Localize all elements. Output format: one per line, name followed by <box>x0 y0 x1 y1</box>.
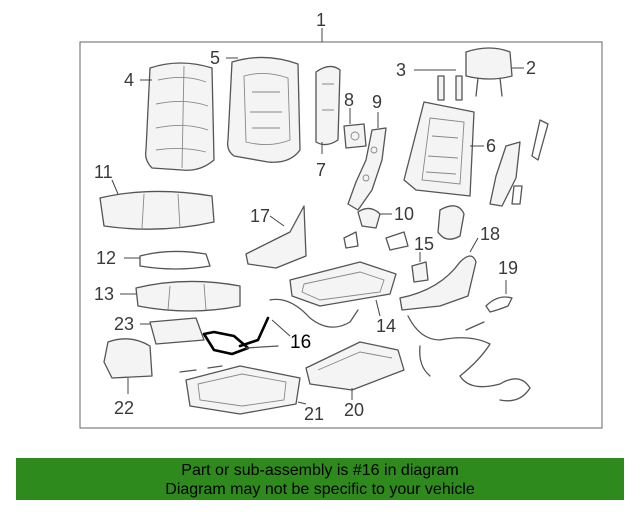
callout-15: 15 <box>414 234 434 254</box>
callout-5: 5 <box>210 48 220 68</box>
callout-18: 18 <box>480 224 500 244</box>
callout-2: 2 <box>526 58 536 78</box>
recliner-side-part[interactable] <box>489 119 549 207</box>
lower-panel-part[interactable] <box>305 341 405 391</box>
seat-back-pad-part[interactable] <box>226 56 301 163</box>
recliner-bracket-part[interactable] <box>347 127 387 211</box>
callout-6: 6 <box>486 136 496 156</box>
footer-line-2: Diagram may not be specific to your vehi… <box>165 481 475 498</box>
cushion-pad-part[interactable] <box>135 280 241 312</box>
recliner-cover-part[interactable] <box>437 205 465 240</box>
headrest-part[interactable] <box>465 47 513 97</box>
side-cover-part[interactable] <box>103 338 153 379</box>
recliner-cover-10-part[interactable] <box>357 207 381 229</box>
callout-8: 8 <box>344 90 354 110</box>
side-trim-panel-part[interactable] <box>399 255 477 311</box>
callout-20: 20 <box>344 400 364 420</box>
footer-banner: Part or sub-assembly is #16 in diagram D… <box>16 458 624 500</box>
cushion-trim-part[interactable] <box>149 317 205 345</box>
callout-16: 16 <box>290 332 311 353</box>
cable-part[interactable] <box>269 298 359 328</box>
callout-21: 21 <box>304 404 324 424</box>
callout-13: 13 <box>94 284 114 304</box>
misc-bracket-part[interactable] <box>343 231 409 251</box>
callout-19: 19 <box>498 258 518 278</box>
callout-12: 12 <box>96 248 116 268</box>
callout-7: 7 <box>316 160 326 180</box>
side-panel-part[interactable] <box>245 205 307 269</box>
callout-3: 3 <box>396 60 406 80</box>
headrest-guide-part[interactable] <box>437 75 463 101</box>
trim-piece-part[interactable] <box>411 261 429 283</box>
callout-1: 1 <box>316 10 326 30</box>
cushion-cover-part[interactable] <box>99 190 215 230</box>
handle-part[interactable] <box>485 296 513 313</box>
footer-line-1: Part or sub-assembly is #16 in diagram <box>181 462 459 479</box>
callout-11: 11 <box>94 162 113 182</box>
callout-23: 23 <box>114 314 134 334</box>
diagram-frame <box>79 41 603 429</box>
callout-9: 9 <box>372 92 382 112</box>
highlighted-part-16[interactable] <box>202 316 279 356</box>
callout-4: 4 <box>124 70 134 90</box>
cushion-wire-part[interactable] <box>139 250 211 270</box>
callout-22: 22 <box>114 398 134 418</box>
callout-17: 17 <box>250 206 270 226</box>
wiring-harness-part[interactable] <box>407 315 531 402</box>
callout-16-leader <box>271 319 291 337</box>
side-bolster-part[interactable] <box>315 65 341 146</box>
cushion-frame-part[interactable] <box>289 261 397 307</box>
callout-10: 10 <box>394 204 414 224</box>
base-frame-part[interactable] <box>179 365 301 415</box>
callout-14: 14 <box>376 316 396 336</box>
seat-back-frame-part[interactable] <box>403 101 475 197</box>
bracket-part[interactable] <box>343 123 367 149</box>
seat-back-cover-part[interactable] <box>144 62 215 171</box>
